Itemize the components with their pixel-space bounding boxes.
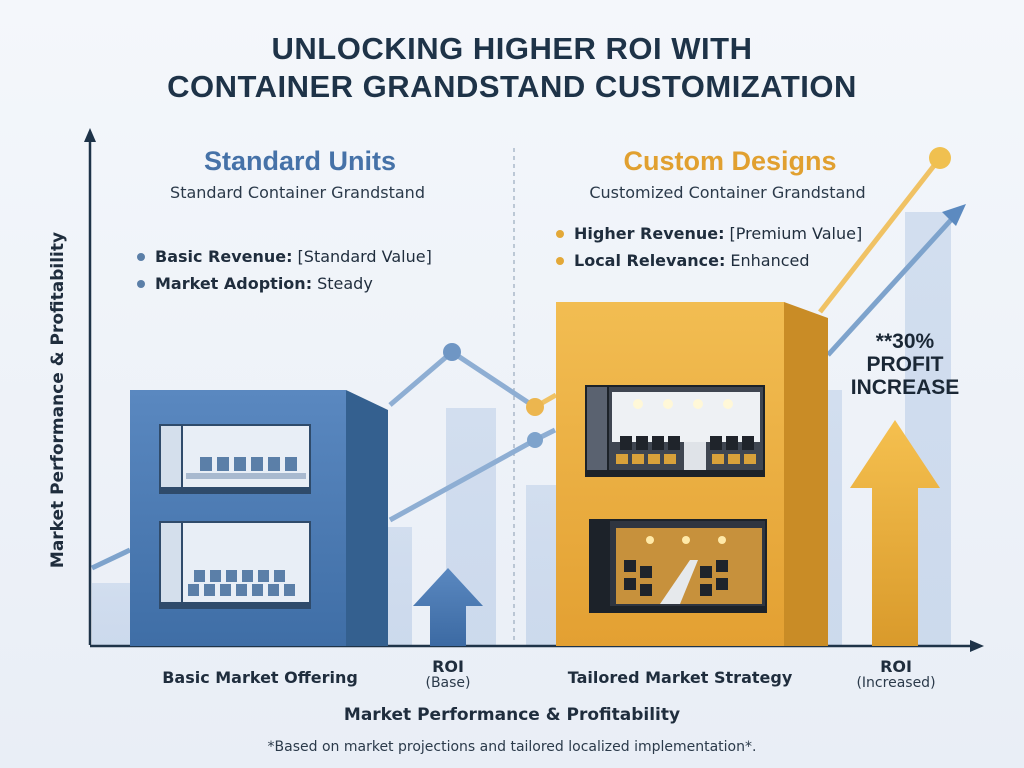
bullet-dot-icon [137, 252, 145, 261]
standard-subheading: Standard Container Grandstand [170, 183, 425, 202]
standard-bottom-label: Basic Market Offering [162, 668, 358, 687]
standard-heading: Standard Units [203, 146, 397, 176]
profit-increase-callout: **30% PROFIT INCREASE [850, 330, 960, 399]
custom-bullets: Higher Revenue: [Premium Value] Local Re… [556, 220, 896, 274]
standard-bullets: Basic Revenue: [Standard Value] Market A… [137, 243, 497, 297]
custom-heading: Custom Designs [623, 146, 837, 176]
bullet-dot-icon [137, 279, 145, 288]
roi-increased-label: ROI (Increased) [856, 657, 936, 691]
custom-subheading: Customized Container Grandstand [589, 183, 866, 202]
two-storey-container-grandstand-icon [159, 424, 311, 609]
page-title: UNLOCKING HIGHER ROI WITH CONTAINER GRAN… [0, 30, 1024, 106]
standard-bullet-adoption: Market Adoption: Steady [137, 270, 497, 297]
roi-base-label: ROI (Base) [425, 657, 471, 691]
background-bars [92, 212, 951, 646]
y-axis-label: Market Performance & Profitability [48, 231, 68, 569]
footnote: *Based on market projections and tailore… [267, 739, 757, 755]
custom-bullet-revenue: Higher Revenue: [Premium Value] [556, 220, 896, 247]
standard-bullet-revenue: Basic Revenue: [Standard Value] [137, 243, 497, 270]
gold-up-arrow-icon [850, 420, 940, 646]
title-line-2: CONTAINER GRANDSTAND CUSTOMIZATION [167, 69, 857, 104]
title-line-1: UNLOCKING HIGHER ROI WITH [271, 31, 753, 66]
trend-lines [90, 147, 966, 571]
blue-up-arrow-icon [413, 568, 483, 646]
lit-container-grandstand-icon [585, 385, 767, 613]
x-axis-label: Market Performance & Profitability [343, 705, 681, 725]
custom-bottom-label: Tailored Market Strategy [567, 668, 793, 687]
bullet-dot-icon [556, 256, 564, 265]
bullet-dot-icon [556, 229, 564, 238]
custom-bullet-relevance: Local Relevance: Enhanced [556, 247, 896, 274]
